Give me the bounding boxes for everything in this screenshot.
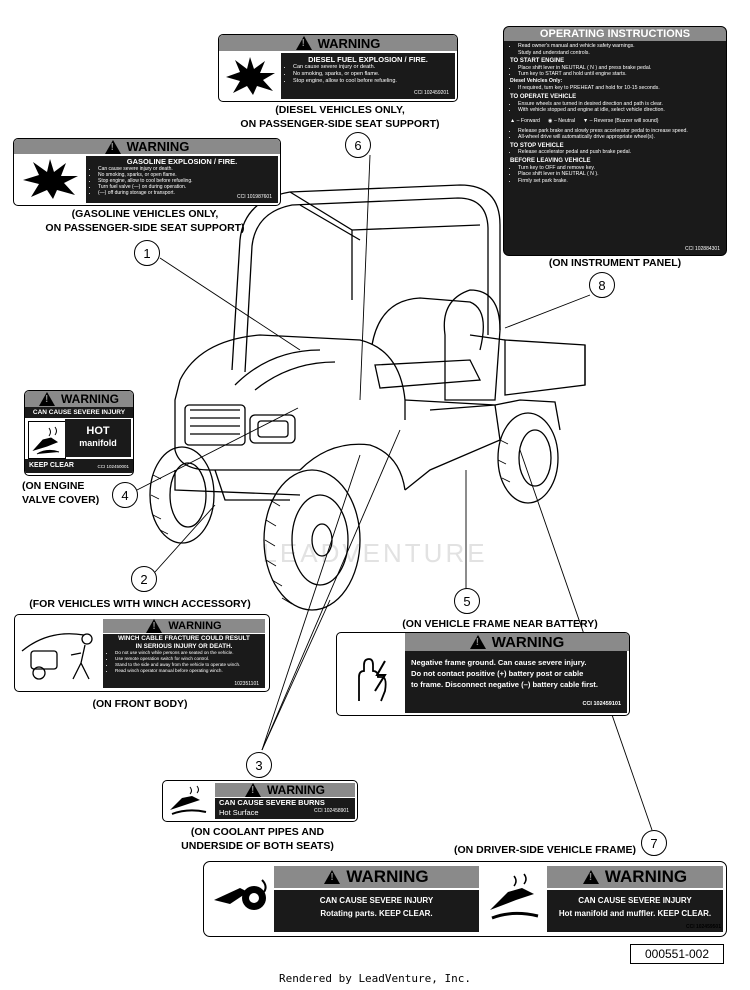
manifold-text: manifold — [79, 438, 117, 448]
diesel-warning-header: WARNING — [317, 35, 381, 51]
engine-label-code: CCI 102450001 — [97, 464, 129, 469]
callout-6: 6 — [345, 132, 371, 158]
engine-caption: (ON ENGINE VALVE COVER) — [22, 480, 100, 506]
winch-warning-label: WARNING WINCH CABLE FRACTURE COULD RESUL… — [14, 614, 270, 692]
gasoline-warning-line: (—) off during storage or transport. — [98, 190, 274, 196]
frame-label-code: CCI 102459501 — [685, 924, 721, 930]
part-number-box: 000551-002 — [630, 944, 724, 964]
explosion-icon — [223, 55, 278, 97]
warning-triangle-icon — [146, 619, 163, 633]
warning-triangle-icon — [295, 36, 312, 50]
hot-muffler-hand-icon — [484, 870, 544, 926]
engine-warning-label: WARNING CAN CAUSE SEVERE INJURY HOT mani… — [24, 390, 134, 476]
callout-1: 1 — [134, 240, 160, 266]
operating-label-code: CCI 102884301 — [684, 246, 720, 252]
gasoline-warning-title: GASOLINE EXPLOSION / FIRE. — [126, 157, 238, 166]
gasoline-warning-header: WARNING — [126, 139, 190, 154]
direction-legend: ▲ – Forward ◉ – Neutral ▼ – Reverse (Buz… — [510, 117, 659, 124]
operating-instructions-label: OPERATING INSTRUCTIONS Read owner's manu… — [503, 26, 727, 256]
hot-surface-hand-icon — [166, 784, 210, 818]
forward-arrow-icon: ▲ — [510, 117, 516, 124]
diesel-warning-line: No smoking, sparks, or open flame. — [293, 71, 451, 78]
battery-label-code: CCI 102459101 — [582, 701, 621, 707]
reverse-arrow-icon: ▼ — [583, 117, 589, 124]
battery-warning-line: Do not contact positive (+) battery post… — [411, 669, 584, 678]
frame-left-sub: Rotating parts. KEEP CLEAR. — [320, 909, 433, 918]
frame-left-title: CAN CAUSE SEVERE INJURY — [319, 896, 434, 905]
callout-7: 7 — [641, 830, 667, 856]
callout-8: 8 — [589, 272, 615, 298]
warning-triangle-icon — [245, 783, 261, 797]
battery-warning-line: Negative frame ground. Can cause severe … — [411, 658, 587, 667]
gasoline-caption: (GASOLINE VEHICLES ONLY, ON PASSENGER-SI… — [45, 208, 245, 234]
diesel-warning-line: Can cause severe injury or death. — [293, 64, 451, 71]
gasoline-warning-line: No smoking, sparks, or open flame. — [98, 172, 274, 178]
gasoline-warning-label: WARNING GASOLINE EXPLOSION / FIRE. Can c… — [13, 138, 281, 206]
callout-5: 5 — [454, 588, 480, 614]
winch-caption: (FOR VEHICLES WITH WINCH ACCESSORY) — [29, 598, 251, 610]
explosion-icon — [20, 157, 82, 201]
operate-vehicle-title: TO OPERATE VEHICLE — [510, 94, 577, 101]
frame-right-sub: Hot manifold and muffler. KEEP CLEAR. — [558, 909, 712, 918]
warning-triangle-icon — [39, 392, 55, 406]
callout-4: 4 — [112, 482, 138, 508]
warning-triangle-icon — [582, 870, 599, 884]
burns-label-code: CCI 102458901 — [313, 808, 349, 814]
battery-warning-header: WARNING — [491, 633, 565, 651]
operating-header: OPERATING INSTRUCTIONS — [504, 27, 726, 41]
burns-warning-title: CAN CAUSE SEVERE BURNS — [219, 798, 325, 807]
winch-warning-header: WARNING — [168, 620, 222, 632]
engine-warning-title: CAN CAUSE SEVERE INJURY — [25, 407, 133, 418]
operating-caption: (ON INSTRUMENT PANEL) — [548, 257, 682, 269]
burns-warning-header: WARNING — [267, 783, 325, 797]
gasoline-label-code: CCI 101987601 — [236, 194, 272, 200]
engine-warning-header: WARNING — [61, 392, 119, 406]
frame-right-header: WARNING — [604, 867, 688, 886]
winch-warning-title-2: IN SERIOUS INJURY OR DEATH. — [135, 642, 233, 650]
watermark-text: LEADVENTURE — [262, 538, 487, 568]
diesel-warning-title: DIESEL FUEL EXPLOSION / FIRE. — [308, 55, 428, 64]
gasoline-warning-line: Can cause severe injury or death. — [98, 166, 274, 172]
coolant-caption: (ON COOLANT PIPES AND UNDERSIDE OF BOTH … — [181, 826, 334, 852]
driver-frame-caption: (ON DRIVER-SIDE VEHICLE FRAME) — [453, 844, 636, 856]
callout-3: 3 — [246, 752, 272, 778]
hot-surface-text: Hot Surface — [219, 808, 259, 817]
front-body-caption: (ON FRONT BODY) — [92, 698, 188, 710]
diesel-label-code: CCI 102459201 — [413, 90, 449, 96]
frame-warning-label: WARNING CAN CAUSE SEVERE INJURY Rotating… — [203, 861, 727, 937]
frame-right-title: CAN CAUSE SEVERE INJURY — [578, 896, 692, 905]
winch-operator-icon — [19, 621, 99, 683]
frame-left-header: WARNING — [346, 867, 429, 886]
battery-caption: (ON VEHICLE FRAME NEAR BATTERY) — [402, 618, 598, 630]
electric-shock-hand-icon — [345, 651, 401, 707]
keep-clear-text: KEEP CLEAR — [29, 462, 74, 469]
hot-hand-icon — [28, 421, 66, 459]
warning-triangle-icon — [469, 635, 486, 649]
diesel-caption: (DIESEL VEHICLES ONLY, ON PASSENGER-SIDE… — [240, 104, 440, 130]
hot-text: HOT — [86, 425, 110, 437]
burns-warning-label: WARNING CAN CAUSE SEVERE BURNS Hot Surfa… — [162, 780, 358, 822]
neutral-icon: ◉ — [547, 117, 553, 124]
battery-warning-label: WARNING Negative frame ground. Can cause… — [336, 632, 630, 716]
warning-triangle-icon — [324, 870, 341, 884]
callout-2: 2 — [131, 566, 157, 592]
winch-label-code: 102351101 — [234, 681, 259, 687]
gasoline-warning-line: Turn fuel valve (—) on during operation. — [98, 184, 274, 190]
rotating-parts-hand-icon — [210, 870, 270, 926]
gasoline-warning-line: Stop engine, allow to cool before refuel… — [98, 178, 274, 184]
battery-warning-line: to frame. Disconnect negative (–) batter… — [411, 680, 598, 689]
diesel-warning-line: Stop engine, allow to cool before refuel… — [293, 78, 451, 85]
leaving-vehicle-title: BEFORE LEAVING VEHICLE — [510, 157, 591, 164]
winch-warning-title: WINCH CABLE FRACTURE COULD RESULT — [118, 635, 250, 642]
warning-triangle-icon — [104, 139, 121, 154]
diesel-warning-label: WARNING DIESEL FUEL EXPLOSION / FIRE. Ca… — [218, 34, 458, 102]
footer-text: Rendered by LeadVenture, Inc. — [278, 972, 472, 985]
start-engine-title: TO START ENGINE — [510, 58, 565, 65]
stop-vehicle-title: TO STOP VEHICLE — [510, 142, 564, 149]
